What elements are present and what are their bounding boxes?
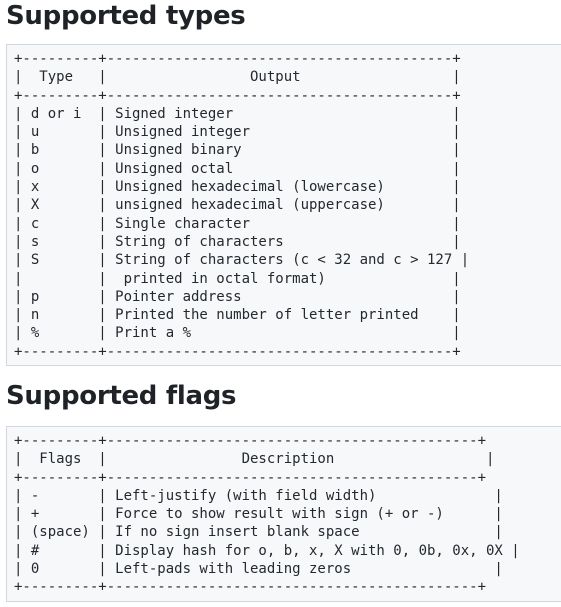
supported-types-code-block: +---------+-----------------------------… [6, 44, 561, 366]
supported-flags-heading: Supported flags [6, 381, 237, 411]
supported-types-heading: Supported types [6, 1, 246, 31]
supported-types-table-text: +---------+-----------------------------… [14, 51, 470, 360]
supported-flags-table-text: +---------+-----------------------------… [14, 433, 520, 596]
supported-flags-code-block: +---------+-----------------------------… [6, 426, 561, 602]
